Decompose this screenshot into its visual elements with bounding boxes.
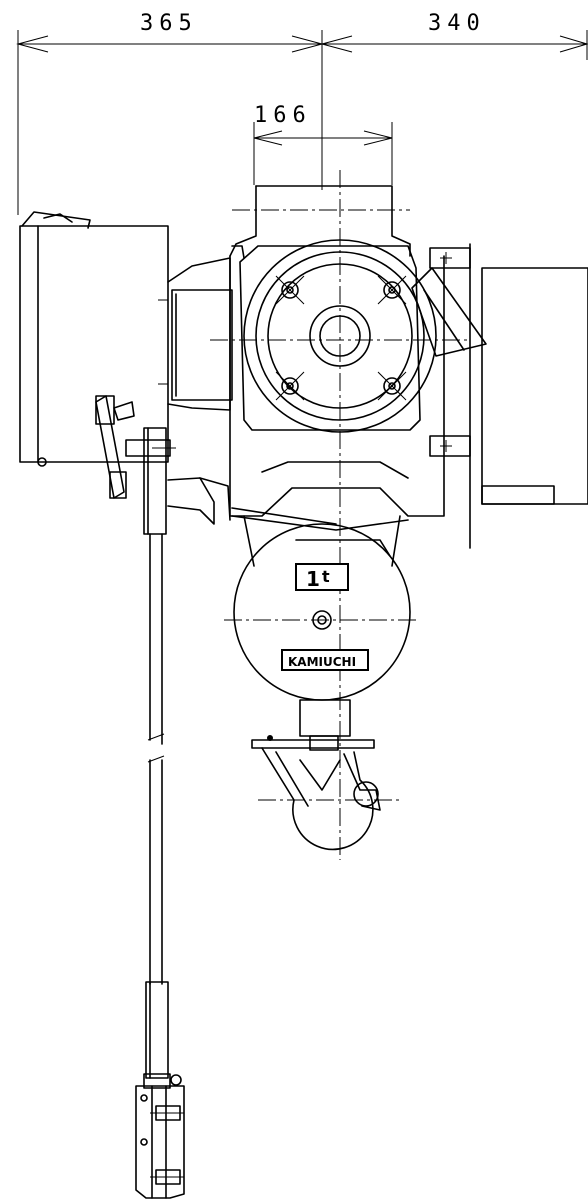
pendant-cable xyxy=(95,395,176,1079)
flange-bolts xyxy=(275,275,407,401)
dimension-label-166: 166 xyxy=(254,103,312,128)
brand-label: KAMIUCHI xyxy=(288,655,356,669)
trolley-frame xyxy=(229,185,588,549)
drum-flange xyxy=(243,239,437,433)
pendant-switch xyxy=(135,1073,185,1199)
center-lines xyxy=(210,170,470,860)
dimension-label-340: 340 xyxy=(428,11,486,36)
capacity-number: 1 xyxy=(306,567,320,591)
dimension-label-365: 365 xyxy=(140,11,198,36)
brand-plate xyxy=(281,649,369,671)
hoist-casing: 1 t KAMIUCHI xyxy=(233,523,411,701)
hook-block xyxy=(251,699,381,851)
capacity-plate xyxy=(295,563,349,591)
dimension-group: 365 340 166 xyxy=(16,11,588,215)
control-box xyxy=(19,211,169,467)
mounting-bracket xyxy=(167,257,233,411)
capacity-unit: t xyxy=(322,567,330,586)
lower-frame xyxy=(167,461,409,567)
